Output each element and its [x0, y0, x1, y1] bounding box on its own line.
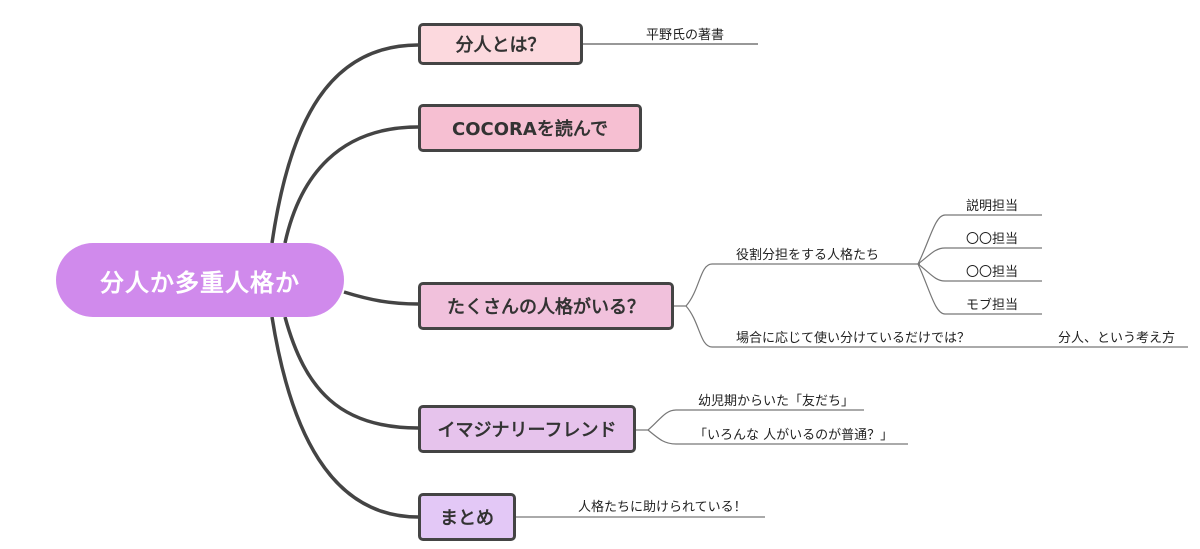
- leaf-line: [917, 247, 1042, 265]
- leaf-normal[interactable]: 「いろんな 人がいるのが普通？」: [694, 428, 894, 443]
- topic-bunjin-towa[interactable]: 分人とは？: [418, 23, 583, 65]
- central-topic[interactable]: 分人か多重人格か: [56, 243, 344, 317]
- leaf-line: [685, 305, 1010, 348]
- leaf-role-1[interactable]: 〇〇担当: [966, 232, 1019, 247]
- leaf-line: [917, 263, 1042, 315]
- topic-summary[interactable]: まとめ: [418, 493, 516, 541]
- branch-line-t1: [270, 43, 419, 244]
- leaf-role-2[interactable]: 〇〇担当: [966, 265, 1019, 280]
- branch-line-t5: [270, 316, 419, 519]
- leaf-line: [917, 214, 1042, 265]
- leaf-situational[interactable]: 場合に応じて使い分けているだけでは？: [736, 331, 971, 346]
- leaf-helped[interactable]: 人格たちに助けられている！: [578, 500, 747, 515]
- leaf-hirano-book[interactable]: 平野氏の著書: [646, 28, 725, 43]
- leaf-explanation[interactable]: 説明担当: [966, 199, 1019, 214]
- branch-line-t3: [343, 290, 419, 306]
- topic-imaginary-friend[interactable]: イマジナリーフレンド: [418, 405, 636, 453]
- leaf-mob[interactable]: モブ担当: [966, 298, 1019, 313]
- branch-line-t2: [283, 125, 419, 244]
- leaf-childhood-friend[interactable]: 幼児期からいた「友だち」: [698, 394, 855, 409]
- leaf-line: [917, 263, 1042, 282]
- leaf-line: [674, 263, 920, 307]
- topic-many-personalities[interactable]: たくさんの人格がいる？: [418, 282, 674, 330]
- leaf-line: [647, 429, 908, 445]
- topic-cocora[interactable]: COCORAを読んで: [418, 104, 642, 152]
- leaf-role-division[interactable]: 役割分担をする人格たち: [736, 248, 880, 263]
- leaf-bunjin-concept[interactable]: 分人、という考え方: [1058, 331, 1176, 346]
- branch-line-t4: [283, 316, 419, 430]
